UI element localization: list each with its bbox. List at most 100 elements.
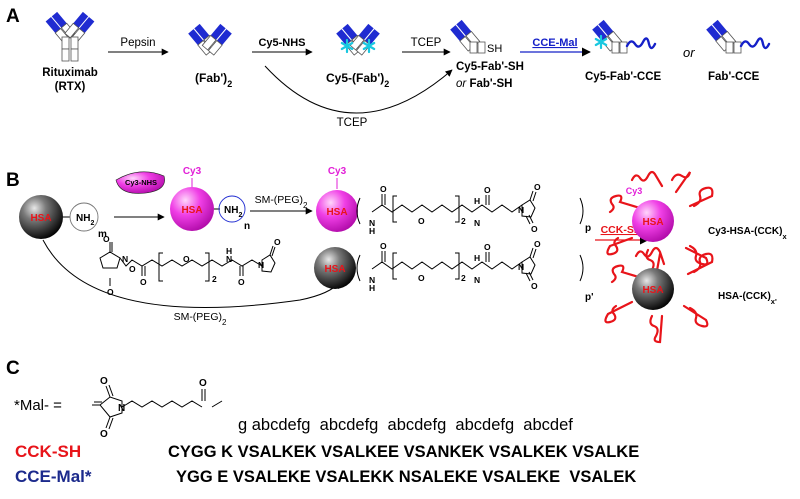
or-label: or <box>683 45 695 60</box>
nh2-label-2: NH2 <box>224 205 242 219</box>
cy5-fab-sh-label: Cy5-Fab'-SH <box>456 61 524 73</box>
p-prime-subscript: p' <box>585 292 594 303</box>
linker1-sub2: 2 <box>461 216 466 226</box>
linker1-nh: N <box>369 218 375 228</box>
linker2-h2: H <box>474 253 480 263</box>
linker1-n2: N <box>518 205 524 215</box>
cy3-nhs-reagent-icon <box>115 171 165 194</box>
cy3-hsa-peg-sphere-icon <box>316 190 358 232</box>
sm-peg2-reagent-structure <box>99 242 276 286</box>
sm-o1: O <box>103 234 110 244</box>
fab-cce-label: Fab'-CCE <box>708 71 760 83</box>
sm-n3: N <box>258 260 264 270</box>
panel-a-letter: A <box>6 6 20 27</box>
sm-o5: O <box>183 254 190 264</box>
amine-circle-2-icon <box>218 195 246 223</box>
linker1-h2: H <box>474 196 480 206</box>
sm-n: N <box>122 254 128 264</box>
tcep-bottom-label: TCEP <box>337 117 368 129</box>
sm-o3: O <box>129 264 136 274</box>
peg-maleimide-linker-2 <box>356 247 584 282</box>
m-subscript: m <box>98 229 107 240</box>
linker2-o4: O <box>534 239 541 249</box>
linker1-o2: O <box>418 216 425 226</box>
hsa-cck-label: HSA-(CCK)x' <box>718 291 777 306</box>
linker1-o4: O <box>534 182 541 192</box>
cy3-hsa-peg-label: HSA <box>326 207 347 218</box>
cy5-fab-cce-icon <box>592 19 657 54</box>
mal-n: N <box>118 403 125 414</box>
linker1-n: N <box>474 218 480 228</box>
cy3-hsa-label: HSA <box>181 205 202 216</box>
maleimide-structure <box>92 384 223 430</box>
peg-maleimide-linker-1 <box>356 190 584 225</box>
cy5-nhs-label: Cy5-NHS <box>258 37 305 49</box>
cy5-fab-cce-label: Cy5-Fab'-CCE <box>585 71 662 83</box>
smpeg-curved-arrow <box>42 239 341 308</box>
mal-o1: O <box>100 376 108 387</box>
or-fab-sh-label: or Fab'-SH <box>456 78 512 90</box>
smpeg-label: SM-(PEG)2 <box>255 194 308 210</box>
cce-mal-sequence-label: CCE-Mal* <box>15 467 92 486</box>
linker2-o2: O <box>418 273 425 283</box>
linker2-o3: O <box>484 242 491 252</box>
mal-definition-label: *Mal- = <box>14 397 62 414</box>
tcep-top-label: TCEP <box>411 37 442 49</box>
cck-sh-arrow-label: CCK-SH <box>601 224 642 236</box>
smpeg-bottom-label: SM-(PEG)2 <box>174 311 227 327</box>
linker2-n3: N <box>518 262 524 272</box>
pepsin-label: Pepsin <box>120 37 155 49</box>
cck-sh-sequence: CYGG K VSALKEK VSALKEE VSANKEK VSALKEK V… <box>168 443 639 461</box>
sm-h: H <box>226 246 232 256</box>
sm-o4: O <box>140 277 147 287</box>
linker2-n2: N <box>474 275 480 285</box>
rituximab-antibody-icon <box>45 11 95 62</box>
hsa-sphere-icon <box>19 195 63 239</box>
linker2-h: H <box>369 283 375 293</box>
rituximab-label: Rituximab <box>42 67 98 79</box>
linker1-o5: O <box>531 224 538 234</box>
sh-label: SH <box>487 43 502 55</box>
cy3-tag-label-2: Cy3 <box>328 166 347 177</box>
cy3-hsa-sphere-icon <box>170 187 214 231</box>
cy3-hsa-cck-hsa-label: HSA <box>642 217 663 228</box>
cce-mal-sequence: YGG E VSALEKE VSALEKK NSALEKE VSALEKE VS… <box>176 468 636 486</box>
mal-o2: O <box>100 429 108 440</box>
fab2-label: (Fab')2 <box>195 71 232 89</box>
cy3-tag-label-3: Cy3 <box>626 186 643 196</box>
panel-b-letter: B <box>6 170 20 191</box>
fab2-fragment-icon <box>188 23 232 56</box>
hsa-label: HSA <box>30 213 51 224</box>
linker1-o3: O <box>484 185 491 195</box>
cy5-fab-sh-icon <box>450 19 486 54</box>
linker1-o1: O <box>380 184 387 194</box>
nh2-label: NH2 <box>76 213 94 227</box>
hsa-peg-sphere-icon <box>314 247 356 289</box>
rtx-abbr-label: (RTX) <box>55 81 86 93</box>
fab-cce-icon <box>706 19 771 54</box>
amine-circle-icon <box>69 202 99 232</box>
linker2-o5: O <box>531 281 538 291</box>
sm-n2: N <box>226 254 232 264</box>
linker1-h: H <box>369 226 375 236</box>
cy3-hsa-cck-conjugate-icon <box>606 170 714 278</box>
mal-o3: O <box>199 378 207 389</box>
cce-mal-label: CCE-Mal <box>532 37 577 49</box>
heptad-header: g abcdefg abcdefg abcdefg abcdefg abcdef <box>238 416 573 434</box>
panel-c-letter: C <box>6 358 20 379</box>
cy3-hsa-cck-label: Cy3-HSA-(CCK)x <box>708 226 787 241</box>
cy5-fab2-label: Cy5-(Fab')2 <box>326 71 389 89</box>
sm-o6: O <box>238 277 245 287</box>
hsa-cck-conjugate-icon <box>604 246 714 344</box>
hsa-peg-label: HSA <box>324 264 345 275</box>
cck-sh-sequence-label: CCK-SH <box>15 442 81 461</box>
linker2-sub2: 2 <box>461 273 466 283</box>
tcep-curved-arrow <box>264 65 453 114</box>
linker2-o1: O <box>380 241 387 251</box>
sm-o2: O <box>107 287 114 297</box>
cy3-tag-label: Cy3 <box>183 166 202 177</box>
cy3-nhs-label: Cy3-NHS <box>125 178 157 187</box>
n-subscript: n <box>244 221 250 232</box>
cy5-fab2-icon <box>336 23 380 56</box>
